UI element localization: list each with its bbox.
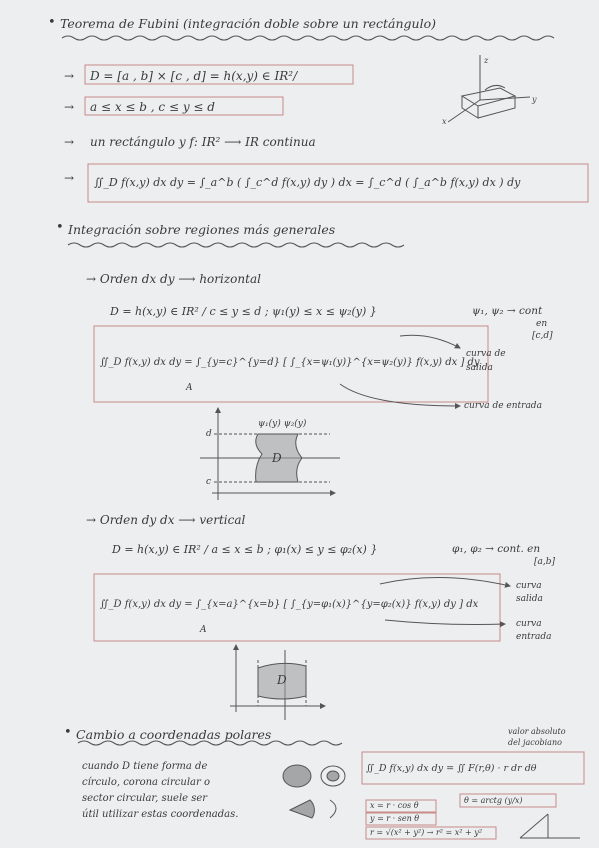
box-polar <box>361 751 585 785</box>
arrow-salida-1 <box>399 334 461 349</box>
graph1-d: d <box>206 429 212 439</box>
continuity-horizontal-interval: [c,d] <box>532 331 553 341</box>
bullet-s3: • <box>64 725 72 740</box>
continuity-vertical-interval: [a,b] <box>534 557 556 567</box>
integral-horizontal: ∬_D f(x,y) dx dy = ∫_{y=c}^{y=d} [ ∫_{x=… <box>100 357 480 368</box>
bullet-s2: • <box>56 220 64 235</box>
order-dydx-heading: → Orden dy dx ⟶ vertical <box>86 513 246 527</box>
area-label-1: A <box>186 383 193 393</box>
polar-text-2: círculo, corona circular o <box>82 777 210 788</box>
box-int2 <box>93 573 501 642</box>
polar-text-3: sector circular, suele ser <box>82 793 208 804</box>
continuity-vertical: φ₁, φ₂ → cont. en <box>452 543 541 555</box>
svg-text:x: x <box>442 117 447 126</box>
annotation-entrada-1: curva de entrada <box>464 401 542 411</box>
domain-vertical: D = h(x,y) ∈ IR² / a ≤ x ≤ b ; φ₁(x) ≤ y… <box>112 543 378 556</box>
box-fubini <box>87 163 589 203</box>
bullet-s1: • <box>48 15 56 30</box>
polar-y: y = r · sen θ <box>370 814 420 823</box>
polar-sketches <box>282 764 580 839</box>
box-int1 <box>93 325 489 403</box>
arrow-mark: → <box>64 69 75 83</box>
svg-text:y: y <box>531 95 537 104</box>
box-polar-y <box>365 812 437 826</box>
domain-definition: D = [a , b] × [c , d] = h(x,y) ∈ IR²/ <box>90 69 298 83</box>
area-label-2: A <box>200 625 207 635</box>
fubini-formula: ∬_D f(x,y) dx dy = ∫_a^b ( ∫_c^d f(x,y) … <box>94 176 521 189</box>
graph-horizontal <box>200 407 340 500</box>
jacobian-note-1: valor absoluto <box>508 727 566 736</box>
arrow-entrada-1 <box>339 383 461 409</box>
polar-text-1: cuando D tiene forma de <box>82 761 208 772</box>
box-polar-r <box>365 826 497 840</box>
box-domain <box>84 64 354 85</box>
continuity-horizontal: ψ₁, ψ₂ → cont <box>472 305 543 317</box>
arrow-mark: → <box>64 135 75 149</box>
annotation-salida-2a: curva <box>516 581 542 591</box>
annotation-entrada-2b: entrada <box>516 632 552 642</box>
graph1-region: D <box>272 451 282 465</box>
graph-vertical <box>230 644 326 720</box>
continuity-horizontal-en: en <box>536 319 548 329</box>
box-ranges <box>84 96 284 116</box>
arrow-mark: → <box>64 100 75 114</box>
graph1-c: c <box>206 477 212 487</box>
graph1-curves: ψ₁(y) ψ₂(y) <box>258 419 307 429</box>
integral-vertical: ∬_D f(x,y) dx dy = ∫_{x=a}^{x=b} [ ∫_{y=… <box>100 599 479 610</box>
polar-text-4: útil utilizar estas coordenadas. <box>82 809 239 820</box>
title-underline-3 <box>77 740 343 746</box>
polar-x: x = r · cos θ <box>370 801 419 810</box>
section-title-fubini: Teorema de Fubini (integración doble sob… <box>60 16 436 31</box>
svg-text:z: z <box>483 56 489 65</box>
polar-integral: ∬_D f(x,y) dx dy = ∬ F(r,θ) · r dr dθ <box>366 763 537 774</box>
domain-horizontal: D = h(x,y) ∈ IR² / c ≤ y ≤ d ; ψ₁(y) ≤ x… <box>110 305 377 318</box>
jacobian-note-2: del jacobiano <box>508 738 562 747</box>
title-underline-2 <box>67 242 405 248</box>
rectangle-3d-sketch <box>447 55 531 123</box>
arrow-mark: → <box>64 171 75 185</box>
polar-theta: θ = arctg (y/x) <box>464 796 523 805</box>
annotation-salida-2b: salida <box>516 594 543 604</box>
domain-ranges: a ≤ x ≤ b , c ≤ y ≤ d <box>90 100 215 114</box>
title-underline-1 <box>61 35 555 41</box>
section-title-polar: Cambio a coordenadas polares <box>76 727 272 742</box>
annotation-salida-1a: curva de <box>466 349 506 359</box>
box-polar-x <box>365 799 437 813</box>
section-title-regions: Integración sobre regiones más generales <box>68 222 336 237</box>
continuity-statement: un rectángulo y f: IR² ⟶ IR continua <box>90 135 316 149</box>
annotation-salida-1b: salida <box>466 363 493 373</box>
graph2-region: D <box>277 673 287 687</box>
order-dxdy-heading: → Orden dx dy ⟶ horizontal <box>86 272 261 286</box>
annotation-entrada-2a: curva <box>516 619 542 629</box>
arrow-entrada-2 <box>384 619 506 628</box>
arrow-salida-2 <box>379 577 511 588</box>
box-polar-t <box>459 793 557 808</box>
polar-r: r = √(x² + y²) → r² = x² + y² <box>370 828 483 837</box>
